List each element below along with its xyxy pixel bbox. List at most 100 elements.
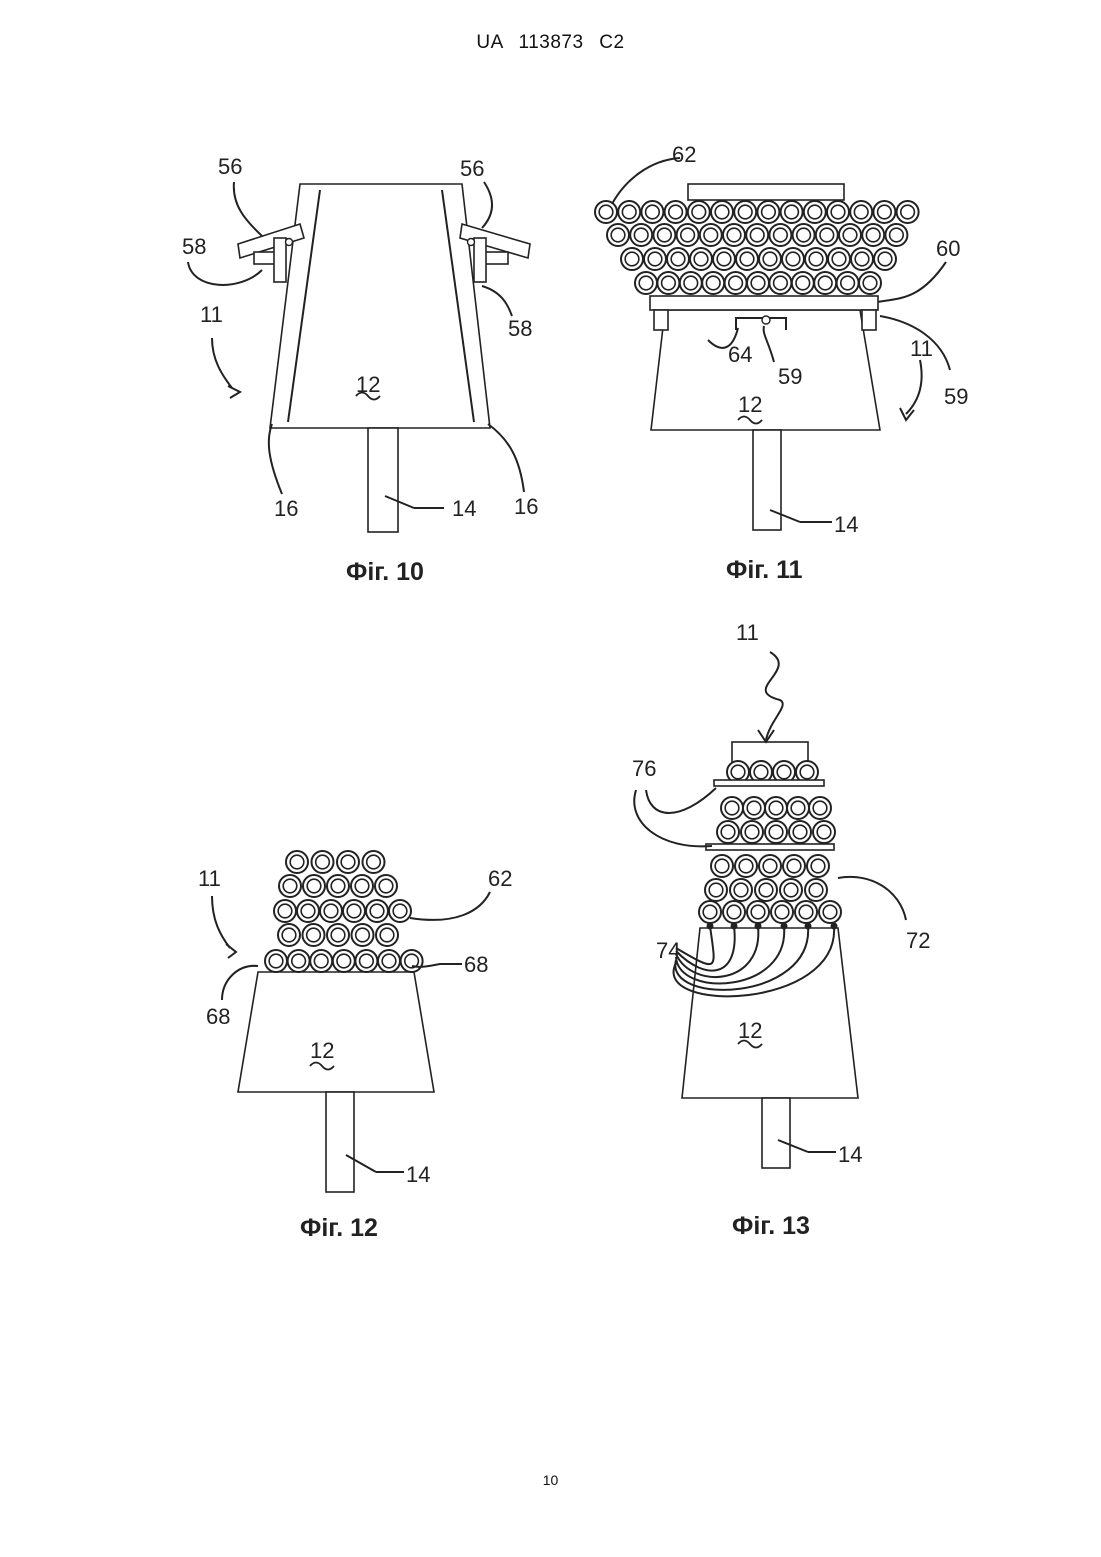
fig10-caption: Фiг. 10	[346, 558, 424, 586]
tube-bore	[692, 205, 706, 219]
tube-bore	[314, 954, 328, 968]
tube-bore	[622, 205, 636, 219]
fig10-label-11: 11	[200, 302, 223, 327]
tube-bore	[382, 954, 396, 968]
tube-bore	[769, 801, 783, 815]
tube-bore	[878, 252, 892, 266]
fig11-label-59-right: 59	[944, 384, 968, 409]
tube-bore	[751, 905, 765, 919]
fig13-label-12: 12	[738, 1018, 762, 1043]
tube-bore	[800, 765, 814, 779]
tube-bore	[740, 252, 754, 266]
tube-bore	[843, 228, 857, 242]
tube-bore	[704, 228, 718, 242]
tube-bore	[662, 276, 676, 290]
tube-bore	[355, 879, 369, 893]
tube-bore	[282, 928, 296, 942]
tube-bore	[813, 801, 827, 815]
fig11-label-12: 12	[738, 392, 762, 417]
fig11-label-14: 14	[834, 512, 858, 537]
tube-bore	[715, 859, 729, 873]
tube-bore	[763, 252, 777, 266]
fig10-label-56-right: 56	[460, 156, 484, 181]
tube-bore	[808, 205, 822, 219]
tube-bore	[797, 228, 811, 242]
tube-bore	[774, 228, 788, 242]
tube-bore	[796, 276, 810, 290]
figure-12	[212, 851, 490, 1192]
fig10-label-56-left: 56	[218, 154, 242, 179]
tube-bore	[599, 205, 613, 219]
fig10-label-12: 12	[356, 372, 380, 397]
fig11-caption: Фiг. 11	[726, 556, 803, 584]
tube-bore	[307, 879, 321, 893]
fig13-caption: Фiг. 13	[732, 1212, 810, 1240]
tube-bore	[611, 228, 625, 242]
tube-bore	[316, 855, 330, 869]
tube-bore	[347, 904, 361, 918]
tube-bore	[709, 883, 723, 897]
tube-bore	[634, 228, 648, 242]
tube-bore	[750, 228, 764, 242]
tube-bore	[866, 228, 880, 242]
tube-bore	[393, 904, 407, 918]
tube-bore	[791, 801, 805, 815]
tube-bore	[681, 228, 695, 242]
tube-bore	[283, 879, 297, 893]
tube-bore	[727, 228, 741, 242]
tube-bore	[639, 276, 653, 290]
tube-bore	[370, 904, 384, 918]
tube-bore	[725, 801, 739, 815]
fig13-label-76: 76	[632, 756, 656, 781]
tube-bore	[774, 276, 788, 290]
tube-bore	[380, 928, 394, 942]
tube-bore	[775, 905, 789, 919]
tube-bore	[356, 928, 370, 942]
tube-bore	[901, 205, 915, 219]
fig12-label-68-left: 68	[206, 1004, 230, 1029]
tube-bore	[734, 883, 748, 897]
figure-11	[595, 158, 950, 530]
tube-bore	[820, 228, 834, 242]
tube-bore	[890, 228, 904, 242]
fig11-label-64: 64	[728, 342, 752, 367]
tube-bore	[290, 855, 304, 869]
tube-bore	[646, 205, 660, 219]
tube-bore	[811, 859, 825, 873]
fig11-label-60: 60	[936, 236, 960, 261]
tube-bore	[337, 954, 351, 968]
tube-bore	[841, 276, 855, 290]
tube-bore	[823, 905, 837, 919]
tube-bore	[625, 252, 639, 266]
tube-bore	[759, 883, 773, 897]
tube-bore	[727, 905, 741, 919]
tube-bore	[684, 276, 698, 290]
fig11-label-11: 11	[910, 336, 933, 361]
fig13-label-14: 14	[838, 1142, 862, 1167]
tube-bore	[777, 765, 791, 779]
tube-bore	[721, 825, 735, 839]
tube-bore	[818, 276, 832, 290]
fig10-label-58-left: 58	[182, 234, 206, 259]
tube-bore	[694, 252, 708, 266]
tube-bore	[831, 205, 845, 219]
fig12-label-12: 12	[310, 1038, 334, 1063]
tube-bore	[367, 855, 381, 869]
tube-bore	[671, 252, 685, 266]
tube-bore	[762, 205, 776, 219]
fig11-label-59-center: 59	[778, 364, 802, 389]
tube-bore	[809, 883, 823, 897]
tube-bore	[863, 276, 877, 290]
tube-bore	[754, 765, 768, 779]
tube-bore	[269, 954, 283, 968]
tube-bore	[751, 276, 765, 290]
tube-bore	[648, 252, 662, 266]
tube-bore	[717, 252, 731, 266]
tube-bore	[324, 904, 338, 918]
tube-bore	[738, 205, 752, 219]
fig13-label-11: 11	[736, 620, 759, 645]
page-number: 10	[0, 1472, 1101, 1488]
tube-bore	[817, 825, 831, 839]
fig12-label-68-right: 68	[464, 952, 488, 977]
